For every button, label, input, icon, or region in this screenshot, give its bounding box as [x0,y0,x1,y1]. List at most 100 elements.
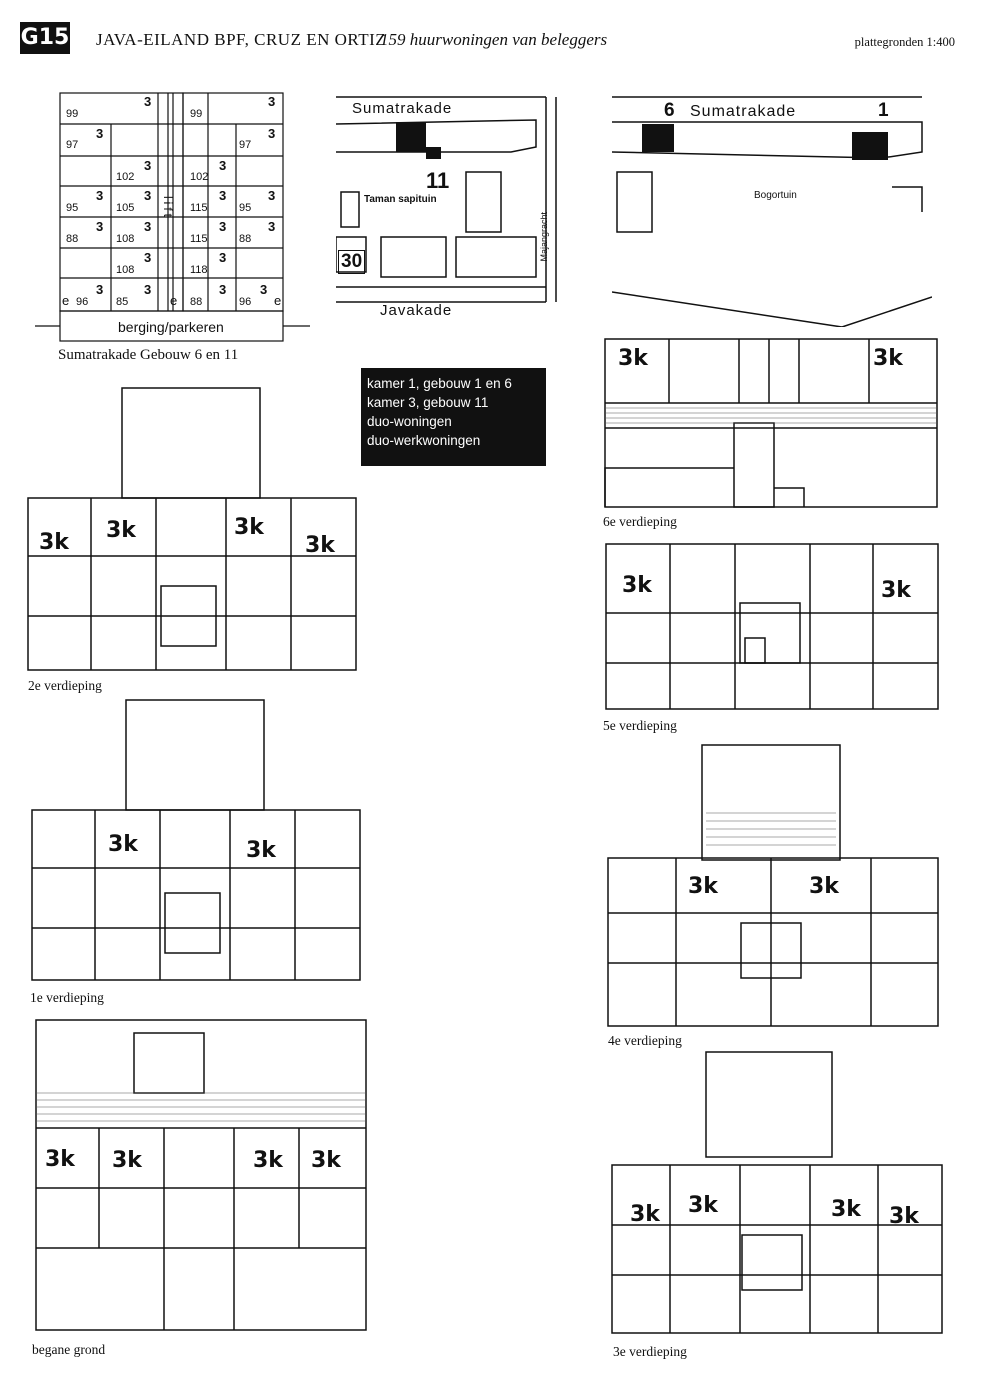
unit-label: 85 [116,296,129,308]
room-label-3k: 3k [630,1202,660,1227]
unit-label: 96 [76,296,89,308]
unit-label: 3 [219,219,227,234]
floor-plan-1 [31,699,361,981]
room-label-3k: 3k [809,874,839,899]
unit-label: 3 [144,219,152,234]
floor-caption-2: 2e verdieping [28,678,102,693]
room-label-3k: 3k [618,346,648,371]
scale-label: plattegronden 1:400 [854,35,955,49]
floor-caption-4: 4e verdieping [608,1033,682,1048]
entrance-label: e [274,293,282,308]
unit-label: 99 [66,108,79,120]
site-plan-center [336,96,557,303]
floor-plan-4 [607,744,939,1027]
project-title: JAVA-EILAND BPF, CRUZ EN ORTIZ [96,30,387,49]
building-number: 30 [338,250,366,274]
unit-label: 108 [116,264,135,276]
legend-line: duo-woningen [367,414,452,429]
site-plan-center-labels: Sumatrakade 11 Taman sapituin 30 Majangr… [336,92,571,327]
floor-caption-6: 6e verdieping [603,514,677,529]
unit-label: 3 [260,282,268,297]
unit-label: 108 [116,233,135,245]
room-label-3k: 3k [234,515,264,540]
lift-label: lift [161,196,175,220]
room-label-3k: 3k [889,1204,919,1229]
floor-caption-0: begane grond [32,1342,106,1357]
legend-line: kamer 3, gebouw 11 [367,395,489,410]
unit-label: 3 [144,282,152,297]
unit-label: 88 [190,296,203,308]
unit-label: 3 [144,250,152,265]
room-label-3k: 3k [831,1197,861,1222]
section-plan-labels: 99 3 99 3 97 3 97 3 102 3 102 3 95 3 105… [30,88,315,368]
unit-label: 115 [190,233,208,245]
unit-label: 88 [66,233,79,245]
room-label-3k: 3k [246,838,276,863]
section-plan [35,92,310,342]
garden-label: Taman sapituin [364,194,437,205]
room-label-3k: 3k [873,346,903,371]
building-number: 6 [664,100,675,121]
unit-label: 115 [190,202,208,214]
unit-label: 3 [96,126,104,141]
unit-label: 3 [219,250,227,265]
unit-label: 88 [239,233,252,245]
room-label-3k: 3k [112,1148,142,1173]
room-label-3k: 3k [305,533,335,558]
unit-label: 95 [239,202,252,214]
unit-label: 3 [144,94,152,109]
room-label-3k: 3k [311,1148,341,1173]
site-plan-right [612,96,932,327]
unit-label: 3 [268,94,276,109]
building-number: 1 [878,100,889,121]
unit-label: 97 [239,139,252,151]
unit-label: 95 [66,202,79,214]
unit-label: 3 [96,282,104,297]
storage-parking-label: berging/parkeren [118,319,224,335]
unit-label: 3 [219,188,227,203]
room-label-3k: 3k [253,1148,283,1173]
page-badge: G15 [20,22,70,54]
floor-plan-3 [611,1051,943,1334]
room-label-3k: 3k [39,530,69,555]
room-label-3k: 3k [108,832,138,857]
legend-line: duo-werkwoningen [367,433,481,448]
unit-label: 3 [144,158,152,173]
entrance-label: e [170,293,178,308]
floor-plan-5 [605,543,939,710]
room-label-3k: 3k [106,518,136,543]
canal-label: Majangracht [539,212,549,262]
room-label-3k: 3k [688,1193,718,1218]
unit-label: 3 [219,282,227,297]
street-label: Sumatrakade [690,103,797,120]
room-label-3k: 3k [45,1147,75,1172]
unit-label: 3 [96,188,104,203]
legend-line: kamer 1, gebouw 1 en 6 [367,376,512,391]
unit-label: 3 [144,188,152,203]
unit-label: 99 [190,108,203,120]
unit-label: 3 [268,126,276,141]
unit-label: 118 [190,264,208,276]
building-number: 11 [426,168,450,193]
floor-caption-1: 1e verdieping [30,990,104,1005]
unit-label: 96 [239,296,252,308]
street-label: Sumatrakade [352,100,453,117]
site-plan-right-labels: 6 Sumatrakade 1 Bogortuin [612,92,932,327]
unit-label: 102 [190,171,209,183]
legend-box: kamer 1, gebouw 1 en 6 kamer 3, gebouw 1… [361,368,546,466]
unit-label: 3 [268,188,276,203]
unit-label: 97 [66,139,79,151]
section-plan-caption: Sumatrakade Gebouw 6 en 11 [58,347,239,363]
street-label: Javakade [380,302,453,319]
floor-plan-0 [35,1019,367,1331]
garden-label: Bogortuin [754,190,797,201]
floor-plan-6 [604,338,938,508]
unit-label: 105 [116,202,135,214]
unit-label: 3 [96,219,104,234]
floor-plan-2 [27,387,357,671]
unit-label: 3 [219,158,227,173]
unit-label: 3 [268,219,276,234]
room-label-3k: 3k [881,578,911,603]
room-label-3k: 3k [622,573,652,598]
project-subtitle: 159 huurwoningen van beleggers [380,30,608,49]
